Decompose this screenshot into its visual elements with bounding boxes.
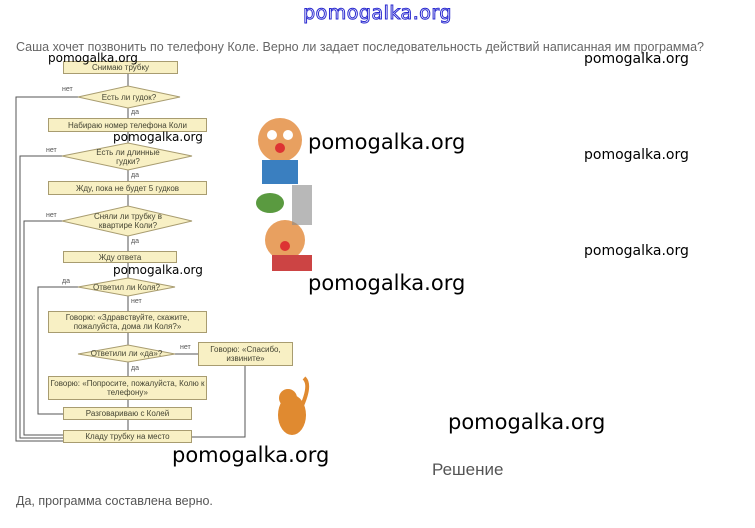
label-yes: да	[131, 109, 139, 116]
decision-long-beeps: Есть ли длинные гудки?	[96, 147, 160, 166]
step-wait-5: Жду, пока не будет 5 гудков	[48, 181, 207, 195]
step-dial-number: Набираю номер телефона Коли	[48, 118, 207, 132]
label-yes: да	[62, 278, 70, 285]
decision-diamond	[77, 85, 181, 109]
label-no: нет	[62, 86, 73, 93]
solution-heading: Решение	[432, 460, 504, 479]
watermark: pomogalka.org	[172, 443, 330, 467]
label-no: нет	[180, 344, 191, 351]
watermark: pomogalka.org	[584, 51, 689, 67]
decision-dial-tone: Есть ли гудок?	[101, 92, 157, 102]
step-thanks-sorry: Говорю: «Спасибо, извините»	[198, 342, 293, 366]
step-talk: Разговариваю с Колей	[63, 407, 192, 420]
watermark: pomogalka.org	[113, 263, 203, 277]
answer-text: Да, программа составлена верно.	[16, 494, 213, 508]
watermark: pomogalka.org	[308, 271, 466, 295]
watermark: pomogalka.org	[584, 243, 689, 259]
step-ask-home: Говорю: «Здравствуйте, скажите, пожалуйс…	[48, 311, 207, 333]
watermark: pomogalka.org	[48, 51, 138, 65]
label-yes: да	[131, 172, 139, 179]
watermark: pomogalka.org	[308, 130, 466, 154]
flowchart-connectors	[15, 74, 312, 442]
question-text: Саша хочет позвонить по телефону Коле. В…	[16, 40, 704, 54]
cat-illustration	[278, 376, 310, 435]
step-ask-call-kolya: Говорю: «Попросите, пожалуйста, Колю к т…	[48, 376, 207, 400]
label-yes: да	[131, 365, 139, 372]
step-hang-up: Кладу трубку на место	[63, 430, 192, 443]
watermark: pomogalka.org	[113, 130, 203, 144]
step-pick-up: Снимаю трубку	[63, 61, 178, 74]
label-no: нет	[131, 298, 142, 305]
decision-kolya-answered: Ответил ли Коля?	[93, 282, 160, 292]
clown-illustration	[256, 118, 312, 271]
label-yes: да	[131, 238, 139, 245]
step-wait-answer: Жду ответа	[63, 251, 177, 263]
watermark: pomogalka.org	[584, 147, 689, 163]
label-no: нет	[46, 147, 57, 154]
watermark: pomogalka.org	[448, 410, 606, 434]
decision-picked-up: Сняли ли трубку в квартире Коли?	[93, 212, 162, 230]
decision-answered-yes: Ответили ли «да»?	[90, 349, 163, 358]
label-no: нет	[46, 212, 57, 219]
site-logo[interactable]: pomogalka.org	[303, 2, 452, 25]
